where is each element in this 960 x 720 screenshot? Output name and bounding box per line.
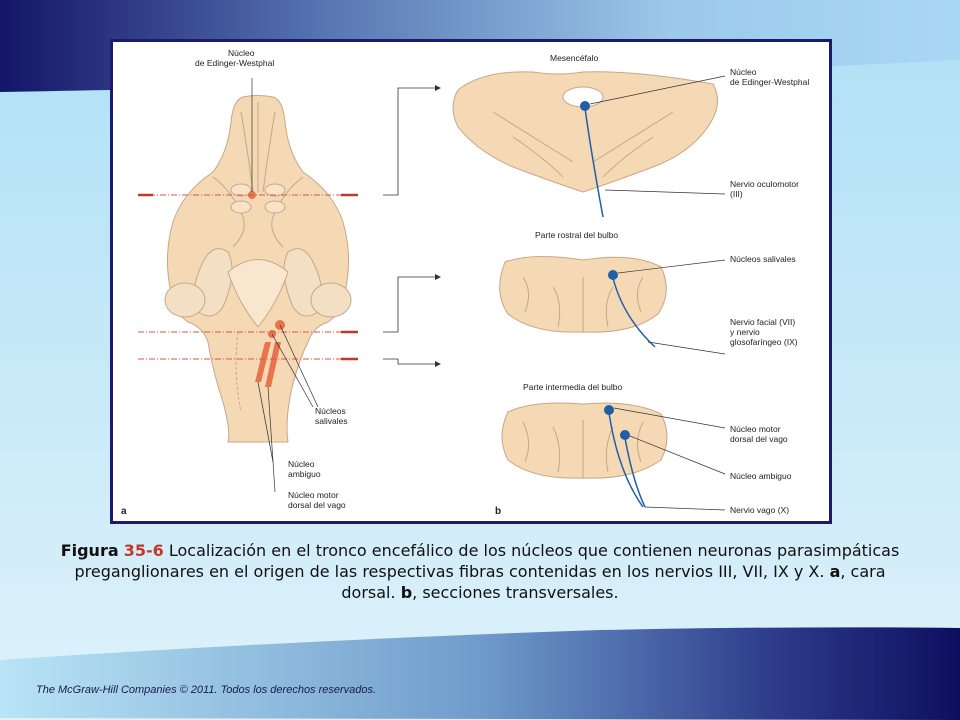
panel-letter-b: b [495,506,501,517]
rostral-medulla-section [499,255,726,355]
label-edinger-top2: de Edinger-Westphal [195,58,274,68]
caption-text-3: , secciones transversales. [412,583,619,602]
label-facial1: Nervio facial (VII) [730,317,795,327]
caption-figure-word: Figura [60,541,119,560]
figure-caption: Figura 35-6 Localización en el tronco en… [60,540,900,603]
panel-letter-a: a [121,506,127,517]
label-salivales-a2: salivales [315,416,348,426]
label-vago-a2: dorsal del vago [288,500,346,510]
label-edinger-top: Núcleo [228,48,255,58]
label-motor-vago1: Núcleo motor [730,424,781,434]
label-salivales-a1: Núcleos [315,406,346,416]
label-edinger-b2: de Edinger-Westphal [730,77,809,87]
label-salivales-b: Núcleos salivales [730,254,796,264]
brainstem-diagram: Núcleo de Edinger-Westphal Núcleos saliv… [121,48,809,517]
figure-frame: Núcleo de Edinger-Westphal Núcleos saliv… [110,39,832,524]
copyright-footer: The McGraw-Hill Companies © 2011. Todos … [36,684,377,696]
label-motor-vago2: dorsal del vago [730,434,788,444]
caption-letter-a: a [829,562,841,581]
dorsal-motor-vagus-a [265,342,281,387]
caption-text-2: , cara dorsal. [341,562,886,602]
label-ambiguo-a1: Núcleo [288,459,315,469]
intermediate-medulla-section [501,402,726,511]
label-parte-rostral: Parte rostral del bulbo [535,230,618,240]
caption-letter-b: b [400,583,413,602]
label-ambiguo-b: Núcleo ambiguo [730,471,792,481]
brainstem-dorsal-view [138,78,358,493]
label-facial2: y nervio [730,327,760,337]
label-nervio-vago: Nervio vago (X) [730,505,789,515]
salivary-nucleus-b [608,270,618,280]
label-oculomotor2: (III) [730,189,743,199]
label-facial3: glosofaríngeo (IX) [730,337,798,347]
caption-figure-number: 35-6 [123,541,164,560]
label-oculomotor1: Nervio oculomotor [730,179,799,189]
label-vago-a1: Núcleo motor [288,490,339,500]
label-mesencefalo: Mesencéfalo [550,53,598,63]
label-edinger-b1: Núcleo [730,67,757,77]
nucleus-ambiguus-b [620,430,630,440]
label-ambiguo-a2: ambiguo [288,469,321,479]
nucleus-ambiguus-a [255,342,271,382]
label-parte-intermedia: Parte intermedia del bulbo [523,382,623,392]
connector-arrows [383,87,435,365]
edinger-westphal-nucleus-b [580,101,590,111]
midbrain-section [452,71,726,218]
dorsal-motor-vagus-b [604,405,614,415]
caption-text-1: Localización en el tronco encefálico de … [74,541,900,581]
